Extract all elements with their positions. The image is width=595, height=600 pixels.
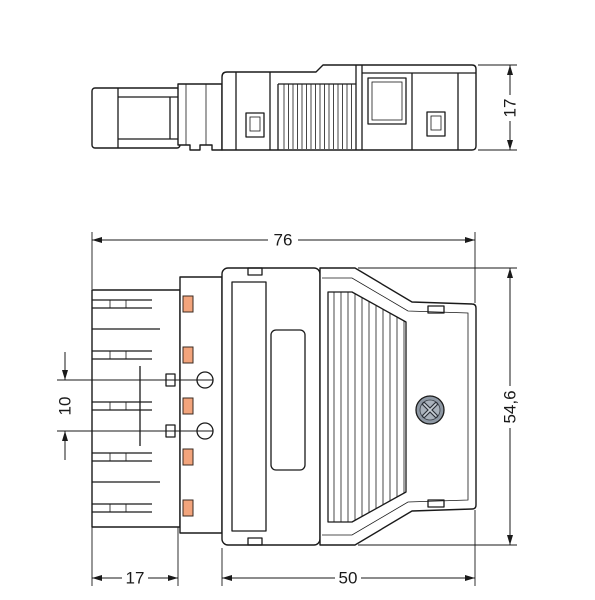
prong-ticks (109, 300, 127, 512)
contact-pin (182, 499, 194, 517)
latch-tab (249, 116, 261, 132)
dimension-overall-length: 76 (91, 231, 476, 303)
front-view (91, 267, 477, 546)
contact-pin (182, 346, 194, 364)
dimension-label-plug-length: 17 (126, 569, 145, 588)
dimension-label-side-height: 17 (501, 99, 520, 118)
latch-notch-top (247, 267, 263, 276)
contact-pin (182, 448, 194, 466)
comb-dividers (92, 328, 160, 483)
contact-pin (182, 295, 194, 313)
cable-window-outer (367, 77, 407, 125)
comb-prongs (92, 299, 152, 513)
housing-edges (235, 65, 476, 150)
dimension-pitch: 10 (56, 352, 214, 460)
screw-cross-highlight (423, 403, 437, 417)
extension-lines (358, 267, 517, 546)
dimension-side-height: 17 (478, 64, 520, 151)
side-view-plug (91, 87, 181, 149)
side-view-neck (177, 83, 223, 151)
comb-outline (91, 289, 181, 528)
latch-notch-top (427, 305, 445, 314)
plug-details (117, 88, 178, 148)
contact-carrier (179, 276, 223, 534)
grip-ribs (333, 292, 405, 522)
side-view (91, 64, 477, 151)
neck-body (177, 83, 223, 151)
contact-pin (182, 397, 194, 415)
dimension-housing-length: 50 (221, 510, 476, 588)
dimension-label-overall-height: 54,6 (501, 390, 520, 423)
dimension-label-housing-length: 50 (339, 569, 358, 588)
extension-lines (57, 379, 213, 432)
housing-right (319, 267, 477, 546)
locking-screw (415, 395, 445, 425)
dimension-label-pitch: 10 (56, 397, 75, 416)
latch-frame (426, 111, 446, 137)
latch-left (245, 112, 265, 138)
latch-right (426, 111, 446, 137)
dimension-plug-length: 17 (91, 527, 179, 588)
cable-window-inner (371, 81, 403, 121)
housing-left (221, 267, 321, 546)
strain-relief-inner-edge (322, 277, 469, 536)
latch-notch-bottom (247, 537, 263, 546)
plug-comb (91, 289, 181, 528)
grip-panel (327, 291, 407, 523)
pitch-center-marker (196, 422, 214, 440)
latch-frame (245, 112, 265, 138)
grip-ribbing (283, 84, 352, 149)
side-view-housing (221, 64, 477, 151)
pitch-center-marker (196, 371, 214, 389)
latch-tab (430, 115, 442, 131)
dimension-overall-height: 54,6 (358, 267, 520, 546)
housing-inner-wall (231, 281, 267, 532)
dimension-label-overall-length: 76 (274, 231, 293, 250)
marker-window (270, 329, 306, 471)
neck-details (185, 84, 207, 145)
strain-relief-outline (319, 267, 477, 546)
latch-notch-bottom (427, 499, 445, 508)
